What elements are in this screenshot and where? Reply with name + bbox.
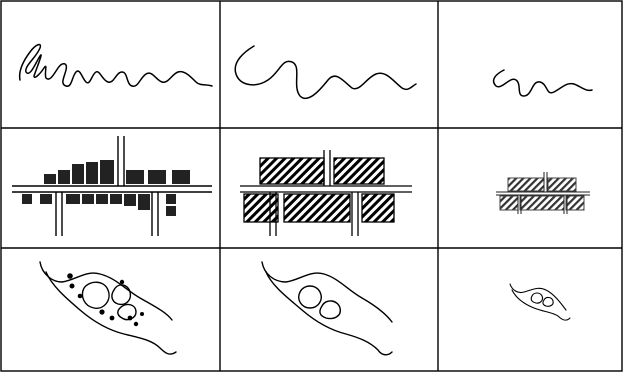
- building-footprints-detailed: [22, 160, 190, 216]
- cell-water-detailed: [40, 262, 176, 354]
- cell-buildings-detailed: [12, 136, 212, 236]
- island-3: [118, 305, 136, 320]
- island-1: [299, 286, 322, 308]
- cell-river-line-simplified: [235, 46, 416, 98]
- island-2: [320, 301, 340, 319]
- building-blocks-reduced: [500, 178, 584, 210]
- island-1: [531, 293, 542, 303]
- cell-river-line-detailed: [20, 45, 212, 87]
- building-blocks-simplified: [244, 158, 394, 222]
- island-1: [82, 282, 109, 308]
- cell-water-simplified: [262, 262, 392, 355]
- island-2: [543, 297, 553, 306]
- cell-river-line-reduced: [494, 70, 592, 96]
- shoreline-north: [510, 284, 566, 310]
- cell-water-reduced: [510, 284, 570, 320]
- shoreline-south: [46, 272, 176, 354]
- cell-buildings-reduced: [496, 172, 590, 214]
- shoreline-south: [266, 272, 392, 355]
- cell-buildings-simplified: [240, 150, 412, 236]
- island-2: [112, 285, 130, 304]
